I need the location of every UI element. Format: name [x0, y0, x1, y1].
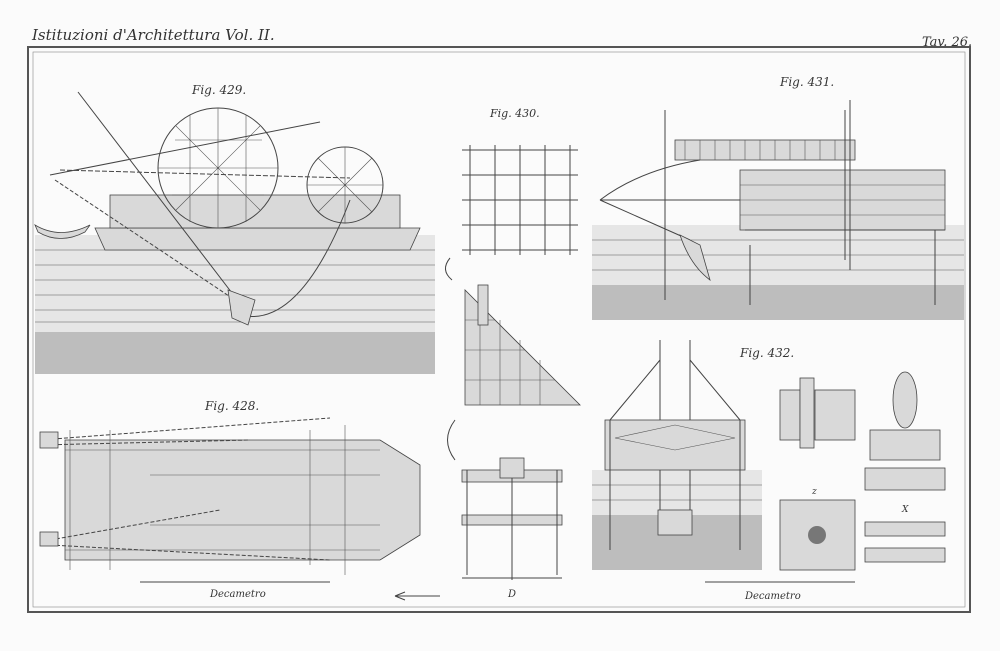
scale-label-right: Decametro — [744, 591, 801, 602]
fig-430-label: Fig. 430. — [489, 107, 540, 120]
scale-label-left: Decametro — [209, 589, 266, 600]
plate-inner-border — [32, 51, 966, 608]
figure-431-dredger-section: Fig. 431. — [592, 75, 964, 320]
fig-431-label: Fig. 431. — [779, 75, 834, 89]
label-d: D — [507, 589, 516, 600]
figure-430-bucket-details: Fig. 430. D — [445, 107, 581, 600]
fig-432-label: Fig. 432. — [739, 346, 794, 360]
figure-432-pile-frame: Fig. 432. z X Decametro — [592, 340, 946, 602]
figure-429-dredger-elevation: Fig. 429. — [34, 83, 435, 374]
plate-border — [27, 46, 971, 613]
fig-428-label: Fig. 428. — [204, 399, 259, 413]
plate-header-title: Istituzioni d'Architettura Vol. II. — [31, 26, 275, 44]
label-x: X — [901, 505, 909, 515]
fig-429-label: Fig. 429. — [191, 83, 246, 97]
label-z: z — [811, 487, 817, 497]
figure-428-dredger-plan: Decametro Fig. 428. — [39, 399, 440, 601]
